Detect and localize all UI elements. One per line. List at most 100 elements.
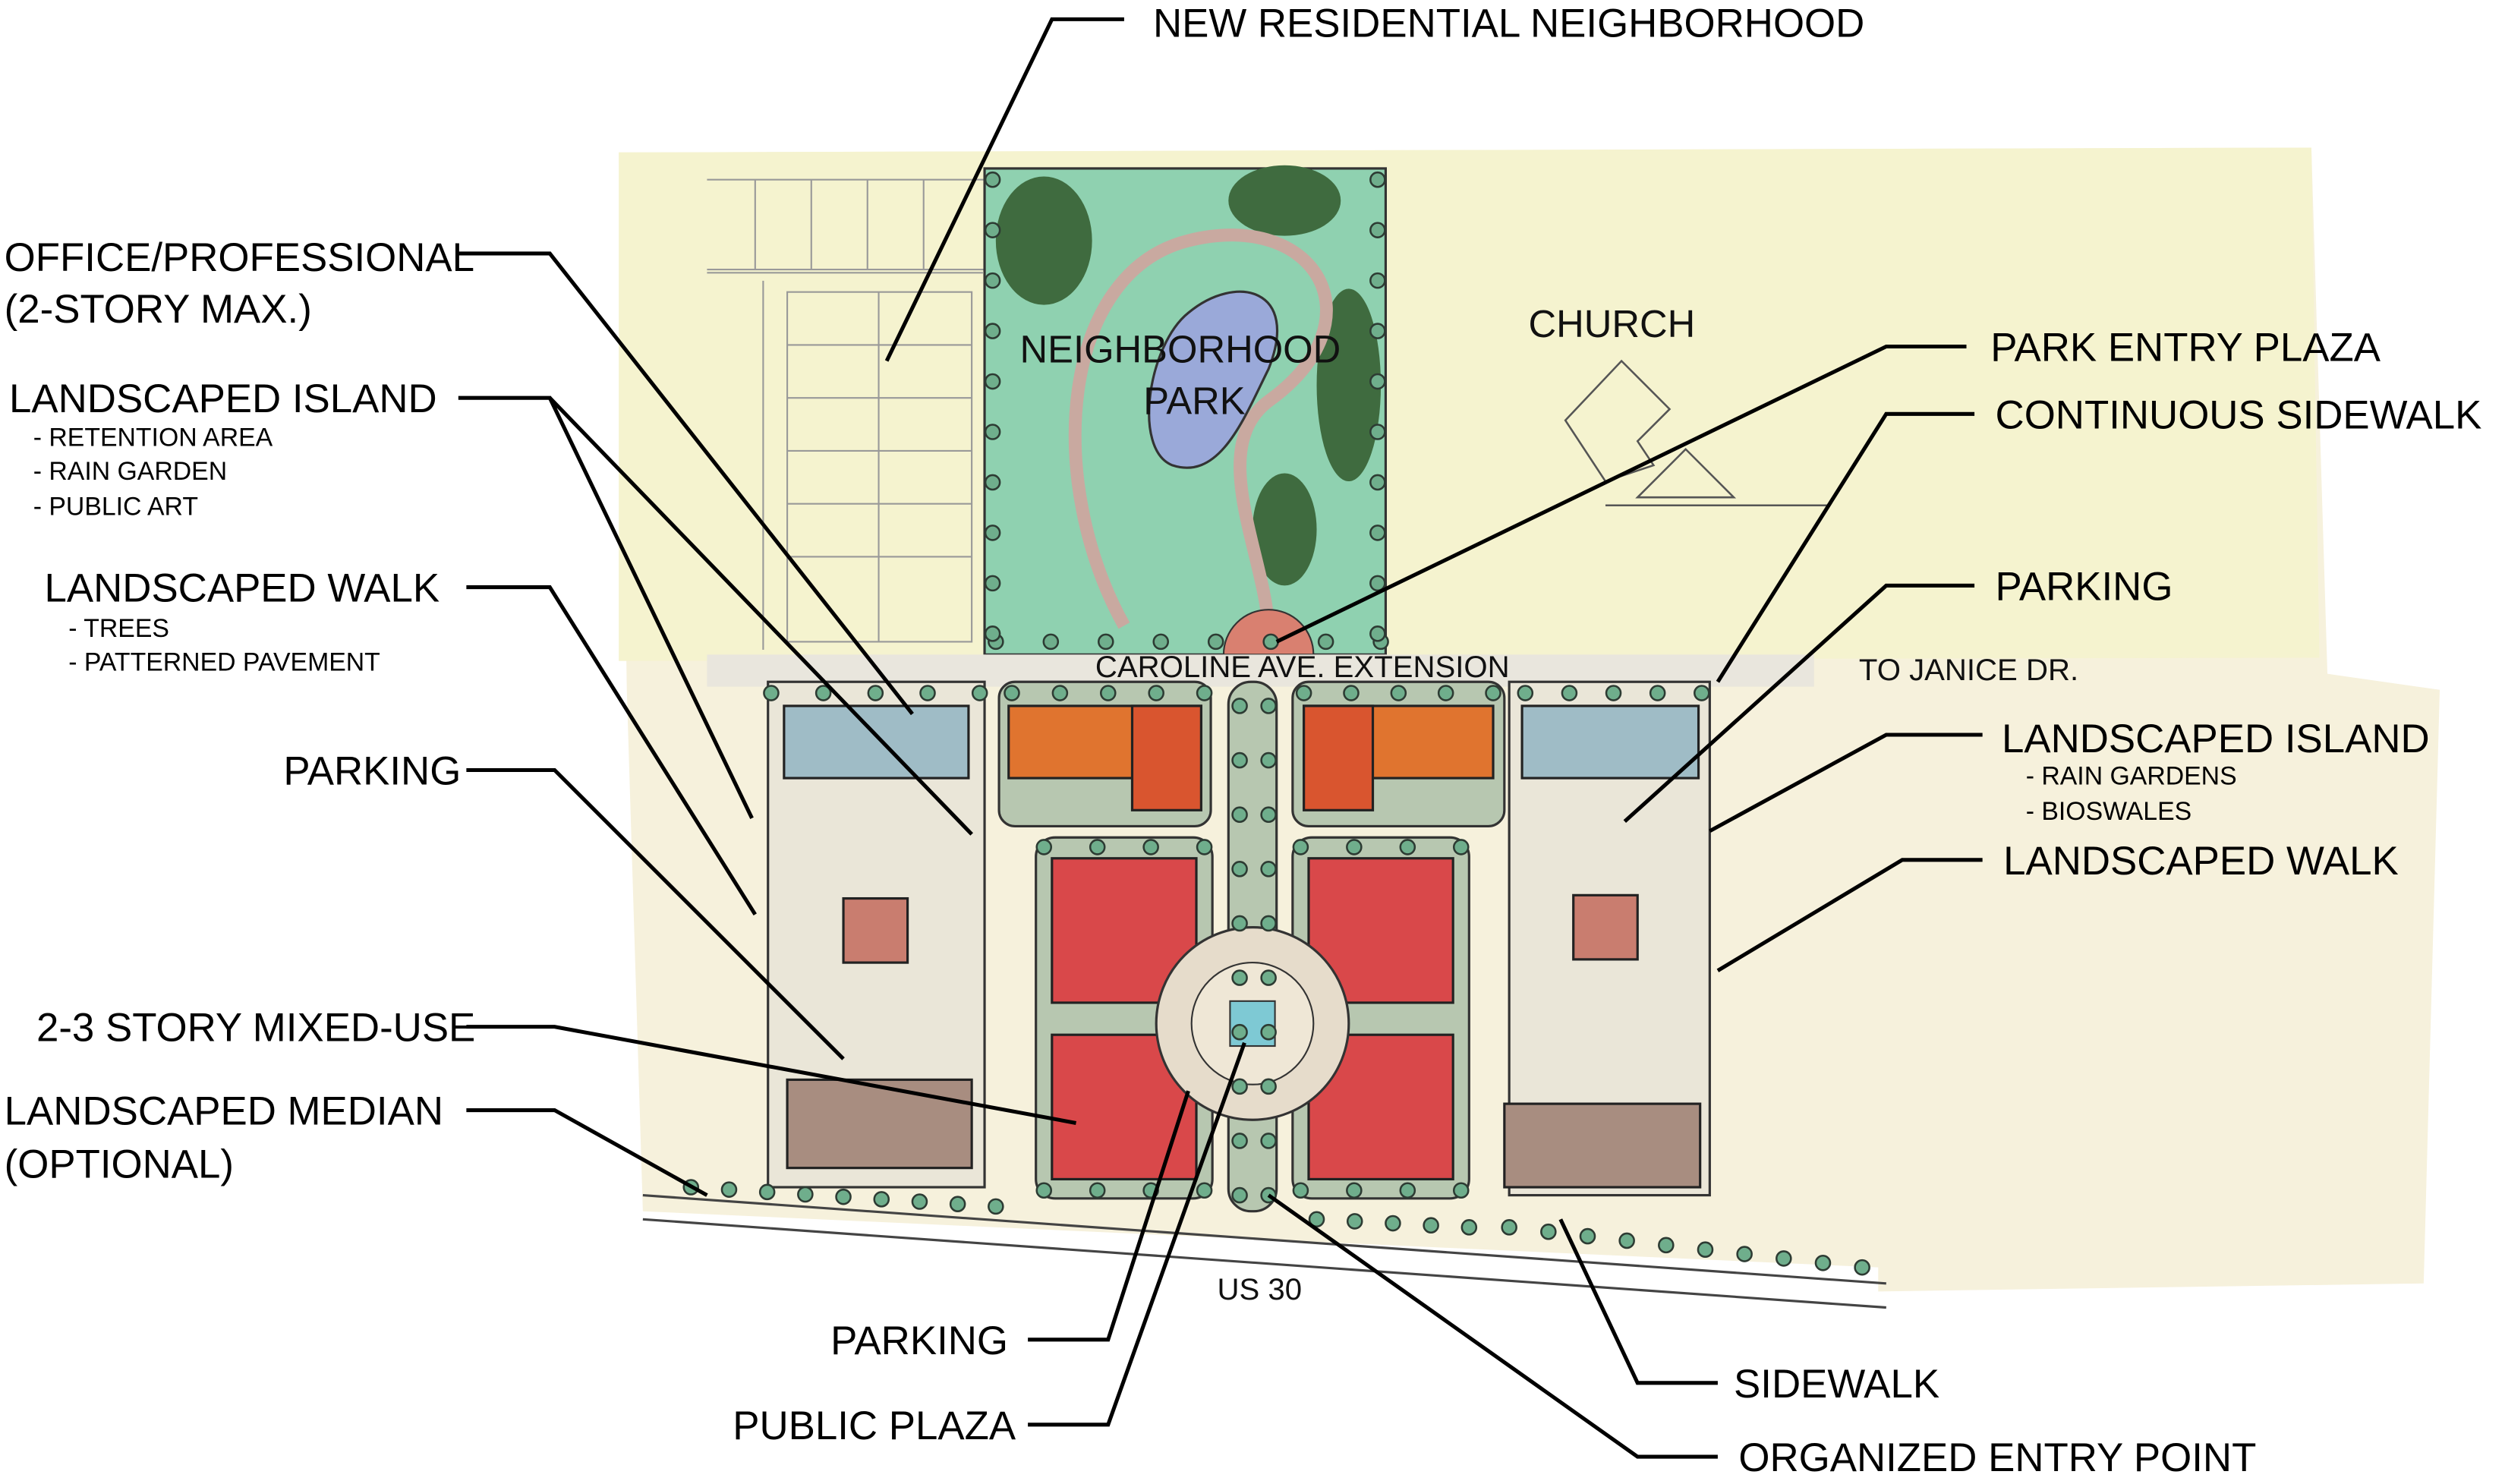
tree-icon <box>867 685 884 701</box>
island-right-item: - RAIN GARDENS <box>2026 762 2237 791</box>
tree-icon <box>1517 685 1534 701</box>
tree-icon <box>1152 633 1170 651</box>
tree-icon <box>1142 839 1159 855</box>
tree-icon <box>1658 1237 1675 1254</box>
tree-icon <box>1260 1133 1277 1149</box>
walk-left-item: - TREES <box>68 614 169 643</box>
tree-icon <box>1697 1241 1714 1258</box>
tree-icon <box>971 685 988 701</box>
tree-icon <box>1399 839 1416 855</box>
island-left-item: - PUBLIC ART <box>33 492 198 521</box>
park-path <box>1069 228 1333 634</box>
tree-icon <box>1231 915 1248 932</box>
tree-icon <box>1196 685 1213 701</box>
tree-icon <box>1369 323 1386 339</box>
callout-median-line1: LANDSCAPED MEDIAN <box>5 1089 443 1134</box>
tree-icon <box>758 1183 776 1201</box>
tree-icon <box>1231 1133 1248 1149</box>
highway-label: US 30 <box>1218 1272 1303 1306</box>
tree-icon <box>1148 685 1164 701</box>
tree-icon <box>1369 222 1386 238</box>
callout-parking-right: PARKING <box>1996 564 2173 609</box>
tree-icon <box>1231 806 1248 823</box>
tree-icon <box>1485 685 1501 701</box>
to-janice-label: TO JANICE DR. <box>1859 653 2078 687</box>
tree-icon <box>1369 272 1386 289</box>
office-buildings <box>783 704 1700 811</box>
callout-parking-left: PARKING <box>283 749 461 794</box>
tree-icon <box>1295 685 1312 701</box>
tree-icon <box>1390 685 1407 701</box>
tree-icon <box>835 1188 852 1205</box>
leader-lines <box>458 17 1983 1459</box>
tree-icon <box>949 1196 966 1212</box>
callout-sidewalk: SIDEWALK <box>1734 1362 1939 1407</box>
public-plaza <box>1155 926 1350 1121</box>
tree-icon <box>1231 1078 1248 1095</box>
tree-icon <box>1346 1213 1363 1230</box>
callout-new-residential: NEW RESIDENTIAL NEIGHBORHOOD <box>1153 2 1864 46</box>
tree-icon <box>1540 1223 1557 1240</box>
tree-icon <box>1260 1078 1277 1095</box>
park-label-line1: NEIGHBORHOOD <box>1020 328 1341 371</box>
street-label: CAROLINE AVE. EXTENSION <box>1095 650 1510 684</box>
tree-icon <box>1089 1182 1106 1199</box>
tree-icon <box>984 424 1001 440</box>
park-label-line2: PARK <box>1143 379 1246 422</box>
street-trees <box>682 171 1870 1276</box>
tree-icon <box>1814 1255 1832 1271</box>
tree-icon <box>1346 1182 1363 1199</box>
tree-icon <box>1089 839 1106 855</box>
tree-icon <box>1369 575 1386 592</box>
tree-icon <box>984 373 1001 390</box>
tree-icon <box>1694 685 1710 701</box>
parking-structures <box>786 893 1702 1189</box>
tree-icon <box>984 222 1001 238</box>
callout-parking-bottom: PARKING <box>830 1319 1008 1363</box>
tree-icon <box>1369 525 1386 541</box>
tree-icon <box>1369 424 1386 440</box>
island-right-item: - BIOSWALES <box>2026 797 2191 826</box>
tree-icon <box>1260 751 1277 769</box>
tree-icon <box>1369 171 1386 188</box>
tree-icon <box>1231 751 1248 769</box>
tree-icon <box>1196 839 1213 855</box>
church-label: CHURCH <box>1529 302 1696 345</box>
tree-icon <box>1260 806 1277 823</box>
tree-icon <box>1260 915 1277 932</box>
tree-icon <box>911 1193 928 1210</box>
callout-office-line1: OFFICE/PROFESSIONAL <box>5 235 474 280</box>
tree-icon <box>720 1181 738 1198</box>
tree-icon <box>1262 633 1279 651</box>
island-left-item: - RETENTION AREA <box>33 424 273 452</box>
tree-icon <box>984 474 1001 491</box>
callout-park-entry: PARK ENTRY PLAZA <box>1990 326 2381 370</box>
tree-icon <box>1042 633 1060 651</box>
tree-icon <box>984 272 1001 289</box>
park-pond <box>1148 290 1279 469</box>
park-entry-plaza <box>1222 609 1315 656</box>
tree-icon <box>1260 698 1277 714</box>
tree-icon <box>873 1191 890 1208</box>
tree-icon <box>1579 1227 1596 1245</box>
tree-icon <box>1035 1182 1053 1199</box>
callout-public-plaza: PUBLIC PLAZA <box>733 1404 1016 1448</box>
callout-island-left: LANDSCAPED ISLAND <box>9 377 437 421</box>
callout-island-right: LANDSCAPED ISLAND <box>2002 717 2430 761</box>
tree-icon <box>1260 861 1277 877</box>
tree-icon <box>1260 969 1277 986</box>
tree-icon <box>988 1198 1004 1215</box>
tree-icon <box>815 685 832 701</box>
tree-icon <box>1100 685 1117 701</box>
tree-icon <box>1452 839 1470 855</box>
tree-icon <box>1231 969 1248 986</box>
tree-icon <box>984 525 1001 541</box>
tree-icon <box>1736 1246 1753 1262</box>
tree-icon <box>919 685 936 701</box>
tree-icon <box>1035 839 1053 855</box>
tree-icon <box>1231 698 1248 714</box>
tree-icon <box>1385 1215 1401 1232</box>
tree-icon <box>1051 685 1069 701</box>
callout-continuous-sidewalk: CONTINUOUS SIDEWALK <box>1996 392 2482 437</box>
tree-icon <box>1649 685 1666 701</box>
